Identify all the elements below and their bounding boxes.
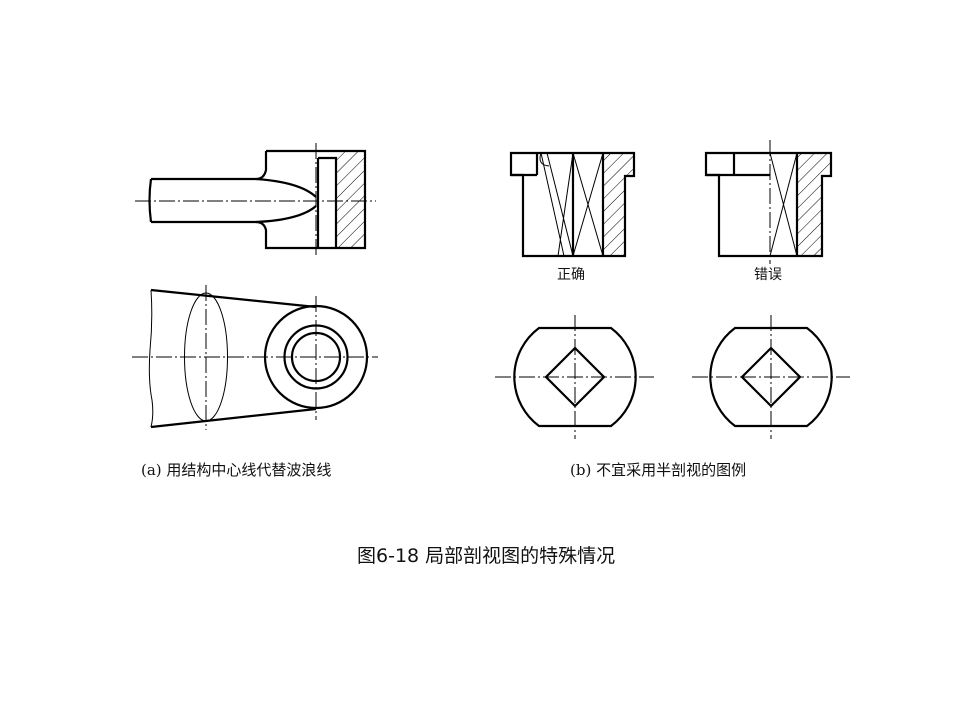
panel-b-wrong-section: [704, 140, 833, 264]
figure-title: 图6-18 局部剖视图的特殊情况: [357, 545, 616, 567]
hatched-section: [336, 151, 365, 248]
panel-b-right-end-view: [692, 315, 850, 439]
caption-b: (b) 不宜采用半剖视的图例: [570, 461, 747, 479]
panel-a-top-view: [132, 285, 378, 430]
panel-b-left-end-view: [495, 315, 654, 439]
label-wrong: 错误: [754, 267, 782, 283]
caption-a: (a) 用结构中心线代替波浪线: [141, 461, 332, 479]
label-correct: 正确: [557, 267, 585, 283]
panel-b-correct-section: [509, 151, 636, 258]
panel-a-front-view: [135, 143, 376, 258]
